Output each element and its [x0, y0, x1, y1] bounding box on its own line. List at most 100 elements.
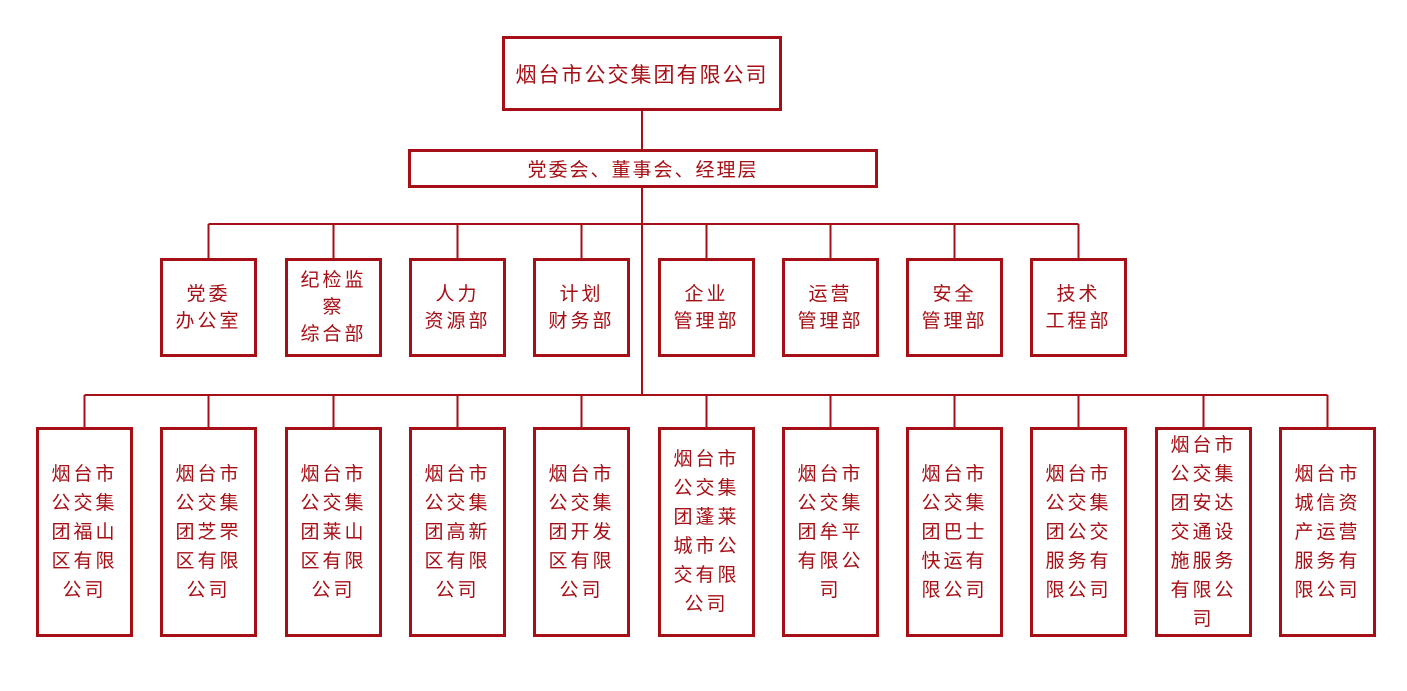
- subsidiary-label-line: 公交集: [51, 491, 118, 514]
- department-label: 人力资源部: [424, 281, 490, 335]
- subsidiary-label-line: 司: [1192, 607, 1215, 630]
- department-label-line: 管理部: [797, 309, 864, 332]
- subsidiary-box: 烟台市公交集团安达交通设施服务有限公司: [1155, 427, 1252, 637]
- department-box: 企业管理部: [658, 258, 755, 357]
- subsidiary-label-line: 烟台市: [921, 462, 988, 485]
- department-label: 运营管理部: [797, 281, 863, 335]
- subsidiary-label-line: 烟台市: [1045, 462, 1112, 485]
- subsidiary-label-line: 区有限: [300, 549, 367, 572]
- subsidiary-label-line: 司: [819, 578, 842, 601]
- subsidiary-label-line: 公交集: [921, 491, 988, 514]
- subsidiary-label-line: 区有限: [51, 549, 118, 572]
- subsidiary-label: 烟台市城信资产运营服务有限公司: [1294, 460, 1360, 605]
- subsidiary-label-line: 服务有: [1294, 549, 1361, 572]
- subsidiary-label: 烟台市公交集团巴士快运有限公司: [921, 460, 987, 605]
- department-label-line: 办公室: [175, 309, 242, 332]
- department-label-line: 管理部: [921, 309, 988, 332]
- department-label-line: 工程部: [1045, 309, 1112, 332]
- subsidiary-label-line: 烟台市: [51, 462, 118, 485]
- department-label-line: 安全: [932, 282, 977, 305]
- subsidiary-label-line: 公交集: [673, 477, 740, 499]
- subsidiary-label-line: 限公司: [1294, 578, 1361, 601]
- department-label-line: 综合部: [300, 323, 367, 345]
- department-label: 党委办公室: [175, 281, 241, 335]
- department-label: 技术工程部: [1045, 281, 1111, 335]
- subsidiary-box: 烟台市公交集团开发区有限公司: [533, 427, 630, 637]
- subsidiary-box: 烟台市公交集团蓬莱城市公交有限公司: [658, 427, 755, 637]
- board-label: 党委会、董事会、经理层: [527, 159, 759, 181]
- subsidiary-label-line: 有限公: [1170, 578, 1237, 601]
- subsidiary-label-line: 烟台市: [797, 462, 864, 485]
- department-label-line: 党委: [186, 282, 231, 305]
- subsidiary-label-line: 烟台市: [548, 462, 615, 485]
- subsidiary-label: 烟台市公交集团公交服务有限公司: [1045, 460, 1111, 605]
- subsidiary-label-line: 烟台市: [175, 462, 242, 485]
- subsidiary-label: 烟台市公交集团高新区有限公司: [424, 460, 490, 605]
- subsidiary-label-line: 烟台市: [1170, 433, 1237, 456]
- subsidiary-label-line: 限公司: [1045, 578, 1112, 601]
- subsidiary-label-line: 施服务: [1170, 549, 1237, 572]
- subsidiary-box: 烟台市公交集团牟平有限公司: [782, 427, 879, 637]
- subsidiary-label-line: 团蓬莱: [673, 506, 740, 528]
- subsidiary-label: 烟台市公交集团牟平有限公司: [797, 460, 863, 605]
- subsidiary-label: 烟台市公交集团芝罘区有限公司: [175, 460, 241, 605]
- department-box: 安全管理部: [906, 258, 1003, 357]
- department-box: 技术工程部: [1030, 258, 1127, 357]
- department-box: 计划财务部: [533, 258, 630, 357]
- department-label: 纪检监察综合部: [300, 267, 366, 348]
- department-label-line: 企业: [684, 282, 729, 305]
- subsidiary-label-line: 快运有: [921, 549, 988, 572]
- subsidiary-label-line: 公司: [311, 578, 356, 601]
- department-label-line: 技术: [1056, 282, 1101, 305]
- subsidiary-box: 烟台市公交集团公交服务有限公司: [1030, 427, 1127, 637]
- subsidiary-label-line: 区有限: [175, 549, 242, 572]
- subsidiary-label: 烟台市公交集团开发区有限公司: [548, 460, 614, 605]
- subsidiary-label-line: 公交集: [424, 491, 491, 514]
- subsidiary-label-line: 公交集: [1170, 462, 1237, 485]
- subsidiary-label-line: 团高新: [424, 520, 491, 543]
- subsidiary-label-line: 区有限: [548, 549, 615, 572]
- subsidiary-box: 烟台市公交集团芝罘区有限公司: [160, 427, 257, 637]
- subsidiary-label-line: 公司: [684, 593, 729, 615]
- subsidiary-label-line: 公交集: [175, 491, 242, 514]
- subsidiary-label-line: 限公司: [921, 578, 988, 601]
- department-label: 企业管理部: [673, 281, 739, 335]
- department-label-line: 财务部: [548, 309, 615, 332]
- department-label-line: 纪检监: [300, 269, 367, 291]
- subsidiary-label-line: 公交集: [548, 491, 615, 514]
- subsidiary-label-line: 公交集: [300, 491, 367, 514]
- department-label-line: 人力: [435, 282, 480, 305]
- subsidiary-label-line: 公司: [559, 578, 604, 601]
- subsidiary-box: 烟台市公交集团巴士快运有限公司: [906, 427, 1003, 637]
- department-label-line: 运营: [808, 282, 853, 305]
- department-label-line: 察: [322, 296, 345, 318]
- subsidiary-label-line: 团莱山: [300, 520, 367, 543]
- subsidiary-box: 烟台市公交集团莱山区有限公司: [285, 427, 382, 637]
- department-box: 纪检监察综合部: [285, 258, 382, 357]
- department-label: 计划财务部: [548, 281, 614, 335]
- subsidiary-label-line: 团开发: [548, 520, 615, 543]
- subsidiary-label-line: 团公交: [1045, 520, 1112, 543]
- subsidiary-label: 烟台市公交集团福山区有限公司: [51, 460, 117, 605]
- department-box: 人力资源部: [409, 258, 506, 357]
- subsidiary-label-line: 产运营: [1294, 520, 1361, 543]
- department-box: 党委办公室: [160, 258, 257, 357]
- subsidiary-label-line: 团巴士: [921, 520, 988, 543]
- subsidiary-box: 烟台市城信资产运营服务有限公司: [1279, 427, 1376, 637]
- subsidiary-label-line: 烟台市: [424, 462, 491, 485]
- department-label-line: 计划: [559, 282, 604, 305]
- subsidiary-label-line: 城市公: [673, 535, 740, 557]
- subsidiary-label-line: 区有限: [424, 549, 491, 572]
- subsidiary-label: 烟台市公交集团蓬莱城市公交有限公司: [673, 445, 739, 619]
- subsidiary-label-line: 团牟平: [797, 520, 864, 543]
- subsidiary-label-line: 服务有: [1045, 549, 1112, 572]
- subsidiary-label-line: 团福山: [51, 520, 118, 543]
- subsidiary-label-line: 烟台市: [1294, 462, 1361, 485]
- department-label-line: 资源部: [424, 309, 491, 332]
- board-box: 党委会、董事会、经理层: [408, 149, 878, 188]
- subsidiary-label-line: 公司: [62, 578, 107, 601]
- subsidiary-label-line: 公司: [435, 578, 480, 601]
- department-label: 安全管理部: [921, 281, 987, 335]
